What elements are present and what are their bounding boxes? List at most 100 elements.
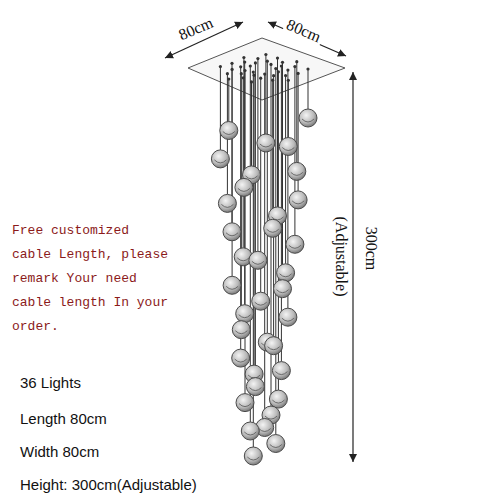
ball-facet xyxy=(223,132,235,135)
ball-group xyxy=(211,109,317,465)
cable-anchor xyxy=(259,77,262,80)
ball-facet xyxy=(244,432,256,435)
crystal-ball xyxy=(220,122,238,140)
ball-facet xyxy=(226,286,238,289)
crystal-ball xyxy=(249,251,267,269)
height-spec: Height: 300cm(Adjustable) xyxy=(20,476,197,494)
cable-anchor xyxy=(240,72,243,75)
ball-facet xyxy=(270,445,282,448)
ball-facet xyxy=(259,429,271,432)
crystal-ball xyxy=(223,223,241,241)
crystal-ball xyxy=(265,337,283,355)
hanging-cable xyxy=(277,58,278,207)
adjustable-note: (Adjustable) xyxy=(332,214,351,298)
crystal-ball xyxy=(257,134,275,152)
ball-facet xyxy=(280,274,292,277)
cable-anchor xyxy=(226,72,229,75)
cable-anchor xyxy=(277,70,280,73)
ball-facet xyxy=(235,359,247,362)
hanging-cable xyxy=(308,69,309,109)
hanging-cable xyxy=(232,69,233,276)
cable-anchor xyxy=(266,60,269,63)
width-spec: Width 80cm xyxy=(20,443,99,461)
crystal-ball xyxy=(286,235,304,253)
cable-anchor xyxy=(264,53,267,56)
ball-facet xyxy=(239,404,251,407)
cable-anchor xyxy=(249,64,252,67)
cable-anchor xyxy=(231,68,234,71)
crystal-ball xyxy=(244,447,262,465)
crystal-ball xyxy=(235,178,253,196)
ball-facet xyxy=(282,318,294,321)
ball-facet xyxy=(221,204,233,207)
cable-anchor xyxy=(274,67,277,70)
height-dimension: 300cm xyxy=(362,224,381,272)
hanging-cable xyxy=(245,71,246,394)
ball-facet xyxy=(260,144,272,147)
cable-anchor xyxy=(281,61,284,64)
hanging-cable xyxy=(273,76,274,337)
ball-facet xyxy=(291,172,303,175)
ball-facet xyxy=(246,176,258,179)
hanging-cable xyxy=(285,76,286,264)
ball-facet xyxy=(252,261,264,264)
length-spec: Length 80cm xyxy=(20,410,107,428)
cable-anchor xyxy=(256,57,259,60)
ball-facet xyxy=(268,347,280,350)
crystal-ball xyxy=(223,276,241,294)
cable-anchor xyxy=(254,61,257,64)
cable-anchor xyxy=(280,64,283,67)
crystal-ball xyxy=(252,292,270,310)
crystal-ball xyxy=(274,280,292,298)
crystal-ball xyxy=(236,394,254,412)
hanging-cable xyxy=(220,67,221,150)
ball-facet xyxy=(249,388,261,391)
ball-facet xyxy=(289,245,301,248)
crystal-ball xyxy=(232,349,250,367)
crystal-ball xyxy=(279,308,297,326)
cable-anchor xyxy=(293,65,296,68)
crystal-ball xyxy=(269,390,287,408)
cable-anchor xyxy=(243,69,246,72)
ball-facet xyxy=(214,160,226,163)
ball-facet xyxy=(235,331,247,334)
crystal-ball xyxy=(289,191,307,209)
crystal-ball xyxy=(264,219,282,237)
hanging-cable xyxy=(251,82,252,166)
ball-facet xyxy=(292,201,304,204)
cable-group xyxy=(219,53,310,447)
cable-anchor xyxy=(297,72,300,75)
crystal-ball xyxy=(211,150,229,168)
cable-anchor xyxy=(284,74,287,77)
cable-anchor xyxy=(243,61,246,64)
ball-facet xyxy=(275,372,287,375)
crystal-ball xyxy=(277,264,295,282)
ball-facet xyxy=(255,302,267,305)
crystal-ball xyxy=(236,305,254,323)
hanging-cable xyxy=(282,62,283,279)
cable-anchor xyxy=(239,65,242,68)
crystal-ball xyxy=(246,378,264,396)
ball-facet xyxy=(277,290,289,293)
ball-facet xyxy=(272,400,284,403)
ball-facet xyxy=(237,258,249,261)
hanging-cable xyxy=(265,55,266,135)
cable-anchor xyxy=(230,62,233,65)
cable-anchor xyxy=(252,71,255,74)
hanging-cable xyxy=(275,69,276,435)
ball-facet xyxy=(239,315,251,318)
cable-anchor xyxy=(219,65,222,68)
crystal-ball xyxy=(288,162,306,180)
ball-facet xyxy=(302,119,314,122)
crystal-ball xyxy=(279,138,297,156)
crystal-ball xyxy=(232,321,250,339)
crystal-ball xyxy=(272,362,290,380)
cable-anchor xyxy=(286,69,289,72)
cable-anchor xyxy=(263,73,266,76)
hanging-cable xyxy=(243,78,244,248)
hanging-cable xyxy=(267,61,268,333)
hanging-cable xyxy=(257,59,258,252)
hanging-cable xyxy=(264,74,265,418)
hanging-cable xyxy=(255,63,256,378)
crystal-ball xyxy=(218,194,236,212)
